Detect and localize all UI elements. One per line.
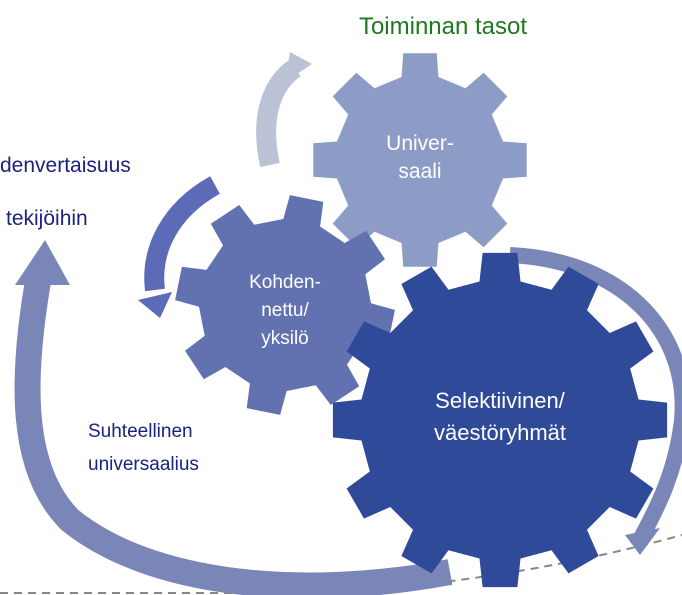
gear-universal [313, 53, 527, 267]
gear-selective-label-2: väestöryhmät [434, 420, 566, 445]
gear-targeted-label-2: nettu/ [261, 300, 309, 321]
gear-targeted-shape [175, 195, 395, 415]
gear-selective-shape [332, 252, 668, 588]
relative-universalism-line2: universaalius [88, 454, 199, 475]
relative-universalism-line1: Suhteellinen [88, 421, 193, 442]
gear-selective-label-1: Selektiivinen/ [435, 388, 566, 413]
left-text-line1: denvertaisuus [0, 154, 131, 177]
gear-targeted [175, 195, 395, 415]
gear-targeted-label-3: yksilö [261, 328, 309, 349]
left-text-line2: tekijöihin [6, 207, 88, 230]
gear-selective [332, 252, 668, 588]
outer-cycle-arrow [14, 240, 453, 595]
gear-universal-label-1: Univer- [386, 132, 454, 155]
up-arrow-light [256, 52, 312, 168]
diagram-title: Toiminnan tasot [359, 13, 527, 40]
gear-universal-shape [313, 53, 527, 267]
gear-targeted-label-1: Kohden- [249, 272, 321, 293]
down-arrow-mid [138, 176, 221, 318]
gear-universal-label-2: saali [398, 160, 441, 183]
